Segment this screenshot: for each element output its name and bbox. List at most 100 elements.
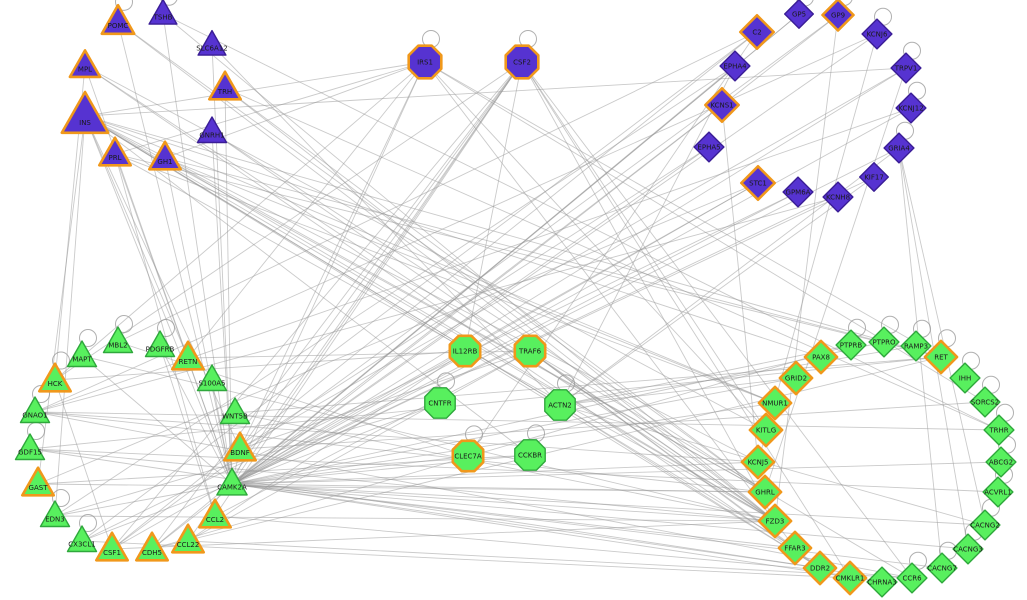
- node-PDGFRB[interactable]: [144, 330, 176, 358]
- node-CLEC7A[interactable]: [451, 439, 485, 473]
- edge: [521, 61, 851, 579]
- edge: [721, 104, 759, 463]
- edge: [774, 14, 839, 522]
- node-ABCG2[interactable]: [985, 446, 1017, 478]
- node-GAST[interactable]: [20, 466, 56, 497]
- edge: [529, 350, 776, 522]
- node-C2[interactable]: [738, 14, 776, 51]
- node-DDR2[interactable]: [802, 550, 838, 586]
- edge: [231, 461, 759, 485]
- node-GHRL[interactable]: [747, 474, 783, 510]
- node-SLC6A12[interactable]: [197, 29, 227, 56]
- node-POMC[interactable]: [100, 3, 136, 36]
- edge: [54, 115, 86, 517]
- node-NMUR1[interactable]: [757, 385, 793, 421]
- node-TSHB[interactable]: [148, 0, 178, 25]
- edge: [239, 61, 523, 450]
- node-CACNG2[interactable]: [969, 509, 1001, 541]
- node-KCNJ5[interactable]: [740, 444, 776, 480]
- self-loop-edge: [52, 351, 70, 370]
- edge: [239, 61, 426, 450]
- node-CX3CL1[interactable]: [66, 525, 98, 553]
- node-TRPV1[interactable]: [890, 52, 922, 84]
- edge: [187, 540, 913, 579]
- node-PTPRO[interactable]: [868, 326, 900, 358]
- node-ACTN2[interactable]: [544, 389, 576, 421]
- edge: [117, 31, 758, 343]
- edge: [29, 448, 999, 493]
- self-loop-edge: [115, 315, 133, 333]
- node-PAX8[interactable]: [803, 339, 839, 375]
- node-PRL[interactable]: [98, 136, 132, 167]
- node-TRAF6[interactable]: [513, 334, 547, 368]
- edge: [34, 411, 913, 579]
- node-EDN3[interactable]: [39, 500, 71, 528]
- node-EPHA4[interactable]: [719, 50, 751, 82]
- node-MPL[interactable]: [68, 49, 102, 79]
- node-SORCS2[interactable]: [969, 386, 1001, 418]
- node-CDH5[interactable]: [135, 531, 169, 562]
- node-FFAR3[interactable]: [777, 530, 813, 566]
- node-TRHR[interactable]: [983, 414, 1015, 446]
- node-KCNJ6[interactable]: [861, 18, 893, 50]
- node-MAPT[interactable]: [66, 340, 98, 368]
- node-IL12RB[interactable]: [448, 334, 482, 368]
- node-HCK[interactable]: [37, 362, 72, 393]
- node-GDF15[interactable]: [14, 433, 46, 461]
- node-CCL22[interactable]: [171, 523, 205, 554]
- node-layer: [14, 0, 1017, 598]
- edge: [164, 157, 766, 493]
- node-TRH[interactable]: [208, 70, 242, 101]
- node-KCNJ12[interactable]: [895, 92, 927, 124]
- node-CSF1[interactable]: [95, 531, 129, 562]
- node-WNT5B[interactable]: [219, 397, 251, 425]
- node-BDNF[interactable]: [223, 431, 257, 462]
- node-IHH[interactable]: [949, 362, 981, 394]
- node-CMKLR1[interactable]: [832, 560, 868, 596]
- node-KITLG[interactable]: [748, 412, 784, 448]
- node-GRIA4[interactable]: [883, 132, 915, 164]
- node-CNTFR[interactable]: [424, 387, 456, 419]
- node-S100A5[interactable]: [196, 364, 228, 392]
- node-CACNG3[interactable]: [952, 533, 984, 565]
- node-GP9[interactable]: [821, 0, 855, 32]
- node-KCNS1[interactable]: [703, 87, 741, 123]
- node-GNAO1[interactable]: [19, 396, 51, 424]
- node-CCKBR[interactable]: [514, 439, 546, 471]
- edge: [231, 377, 797, 485]
- node-RET[interactable]: [923, 339, 959, 375]
- node-PTPRB[interactable]: [835, 329, 867, 361]
- node-GNRH1[interactable]: [196, 116, 228, 144]
- edge: [37, 454, 531, 485]
- node-CAMK2A[interactable]: [216, 467, 248, 496]
- edge: [81, 355, 776, 522]
- node-GPM6A[interactable]: [782, 176, 814, 208]
- node-FZD3[interactable]: [757, 503, 793, 539]
- edge: [234, 412, 776, 522]
- edge: [898, 147, 986, 526]
- node-CACNG7[interactable]: [926, 552, 958, 584]
- node-INS[interactable]: [60, 90, 110, 135]
- node-IRS1[interactable]: [407, 44, 443, 80]
- edge: [559, 345, 917, 406]
- node-RAMP3[interactable]: [900, 330, 932, 362]
- node-CCR6[interactable]: [896, 562, 928, 594]
- node-GRID2[interactable]: [778, 360, 814, 396]
- node-EPHA5[interactable]: [693, 131, 725, 163]
- node-CCL2[interactable]: [198, 498, 232, 529]
- node-STC1[interactable]: [739, 165, 777, 201]
- node-ACVRL1[interactable]: [982, 476, 1014, 508]
- edge: [84, 115, 233, 485]
- edge: [231, 107, 912, 485]
- node-CSF2[interactable]: [504, 44, 540, 80]
- node-KCNH8[interactable]: [822, 181, 854, 213]
- edge: [521, 61, 776, 522]
- node-GP5[interactable]: [784, 0, 814, 29]
- node-KIF17[interactable]: [859, 161, 889, 193]
- node-RETN[interactable]: [171, 340, 205, 371]
- node-MBL2[interactable]: [102, 326, 134, 354]
- edge: [81, 191, 799, 542]
- node-CHRNA3[interactable]: [866, 566, 898, 598]
- node-GH1[interactable]: [148, 140, 182, 171]
